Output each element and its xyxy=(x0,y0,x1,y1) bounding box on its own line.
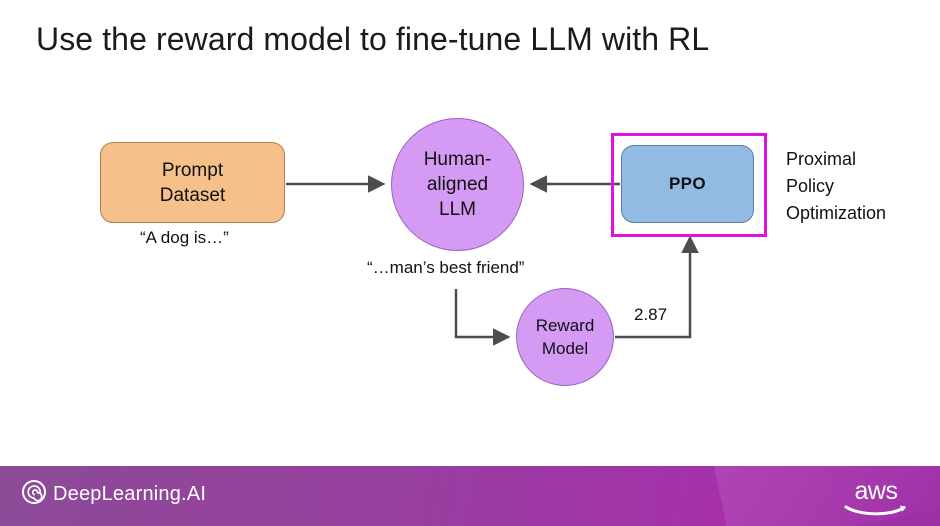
edge-label-reward-score: 2.87 xyxy=(634,305,668,324)
highlight-rectangle-ppo xyxy=(611,133,767,237)
aws-smile-icon: aws xyxy=(840,477,912,516)
node-human-aligned-llm-label-line1: Human- xyxy=(423,149,492,170)
node-human-aligned-llm-label-line3: LLM xyxy=(439,199,476,220)
rlhf-diagram: Prompt Dataset “A dog is…” Human- aligne… xyxy=(100,118,886,386)
page-title: Use the reward model to fine-tune LLM wi… xyxy=(36,21,710,57)
node-reward-model-label-line1: Reward xyxy=(535,316,595,335)
annotation-ppo-expansion-line1: Proximal xyxy=(786,149,857,169)
brand-name-label: DeepLearning.AI xyxy=(53,483,207,505)
footer-bar: DeepLearning.AI aws xyxy=(0,466,940,526)
edge-reward-model-to-ppo xyxy=(615,235,699,339)
node-ppo-label: PPO xyxy=(668,174,707,193)
diagram-connectors xyxy=(286,175,699,346)
brand-deeplearning-ai: DeepLearning.AI xyxy=(22,480,206,509)
node-reward-model[interactable]: Reward Model xyxy=(516,288,614,386)
caption-prompt-example: “A dog is…” xyxy=(140,228,229,247)
annotation-ppo-expansion-line2: Policy xyxy=(786,176,835,196)
node-ppo[interactable]: PPO xyxy=(621,145,754,223)
deeplearning-spiral-icon xyxy=(22,480,46,509)
node-reward-model-label-line2: Model xyxy=(541,339,589,358)
edge-llm-to-reward-model xyxy=(454,289,511,346)
node-prompt-dataset-label: Prompt Dataset xyxy=(160,158,225,208)
node-prompt-dataset[interactable]: Prompt Dataset xyxy=(100,142,285,223)
annotation-ppo-expansion: Proximal Policy Optimization xyxy=(786,146,886,227)
node-prompt-dataset-label-line1: Prompt xyxy=(161,159,224,181)
annotation-ppo-expansion-line3: Optimization xyxy=(786,203,887,223)
node-prompt-dataset-label-line2: Dataset xyxy=(159,184,226,206)
node-reward-model-label: Reward Model xyxy=(536,314,595,360)
node-human-aligned-llm[interactable]: Human- aligned LLM xyxy=(391,118,524,251)
node-human-aligned-llm-label-line2: aligned xyxy=(426,174,489,195)
caption-llm-completion: “…man’s best friend” xyxy=(367,258,525,277)
aws-wordmark: aws xyxy=(854,477,898,505)
node-human-aligned-llm-label: Human- aligned LLM xyxy=(424,147,492,222)
